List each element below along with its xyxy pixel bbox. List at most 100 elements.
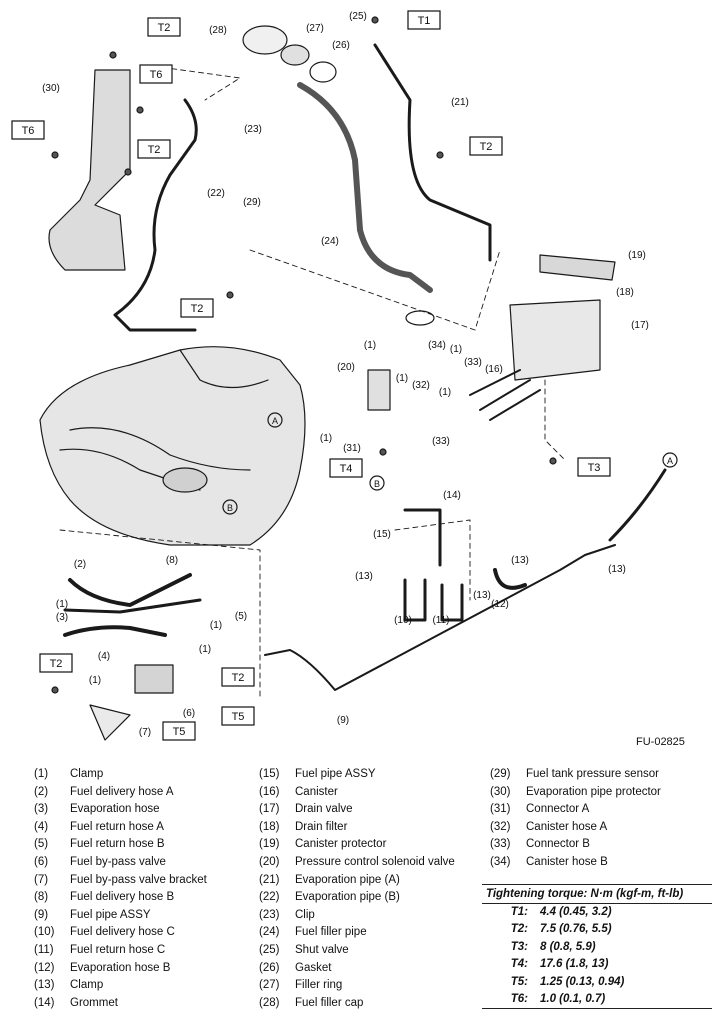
fuel-by-pass-valve-bracket [89, 704, 131, 741]
callout-label: (32) [412, 380, 430, 391]
legend-item: (19) Canister protector [259, 836, 455, 854]
legend-column-1: (1)Clamp (2)Fuel delivery hose A (3)Evap… [34, 766, 207, 1012]
legend-number: (16) [259, 785, 280, 798]
evaporation-pipe-a [373, 43, 492, 262]
legend-number: (3) [34, 803, 49, 816]
callout-label: (19) [628, 250, 646, 261]
fuel-by-pass-valve [134, 664, 174, 694]
legend-number: (13) [34, 979, 55, 992]
callout-label: (6) [183, 708, 195, 719]
callout-label: (13) [608, 564, 626, 575]
legend-name: Fuel filler cap [295, 996, 364, 1009]
callout-label: (27) [306, 23, 324, 34]
legend-number: (24) [259, 926, 280, 939]
legend-item: (9) Fuel pipe ASSY [34, 907, 207, 925]
legend-name: Fuel filler pipe [295, 926, 367, 939]
torque-value: 8 (0.8, 5.9) [540, 940, 596, 953]
callout-label: (26) [332, 40, 350, 51]
legend-item: (14) Grommet [34, 995, 207, 1013]
legend-name: Fuel return hose C [70, 943, 166, 956]
torque-row: T5:1.25 (0.13, 0.94) [482, 974, 712, 991]
legend-item: (8)Fuel delivery hose B [34, 889, 207, 907]
torque-key: T3: [510, 940, 528, 953]
legend-name: Fuel return hose B [70, 838, 165, 851]
marker-a-circle-right [662, 452, 678, 468]
legend-number: (11) [34, 943, 54, 956]
fuel-pipe-assy [264, 544, 616, 691]
torque-tag: T2 [50, 658, 63, 670]
legend-number: (10) [34, 926, 55, 939]
canister [509, 299, 601, 381]
torque-row: T6:1.0 (0.1, 0.7) [482, 991, 712, 1010]
filler-pipe [297, 82, 433, 293]
legend-item: (18)Drain filter [259, 819, 455, 837]
legend-number: (33) [490, 838, 511, 851]
legend-name: Grommet [70, 996, 118, 1009]
legend-number: (19) [259, 838, 280, 851]
torque-row: T3: 8 (0.8, 5.9) [482, 939, 712, 956]
legend-column-3: (29)Fuel tank pressure sensor (30)Evapor… [490, 766, 661, 872]
legend-name: Fuel by-pass valve bracket [70, 873, 207, 886]
callout-label: (28) [209, 25, 227, 36]
torque-value: 7.5 (0.76, 5.5) [540, 923, 612, 936]
callout-label: (1) [56, 599, 68, 610]
torque-tag: T2 [232, 672, 245, 684]
torque-tag: T2 [148, 144, 161, 156]
legend-item: (3)Evaporation hose [34, 801, 207, 819]
callout-label: (1) [396, 373, 408, 384]
legend-number: (14) [34, 996, 55, 1009]
callout-label: (12) [491, 599, 509, 610]
legend-item: (20)Pressure control solenoid valve [259, 854, 455, 872]
fuel-tank [39, 346, 306, 546]
legend-item: (29)Fuel tank pressure sensor [490, 766, 661, 784]
callout-label: (1) [199, 644, 211, 655]
callout-label: (5) [235, 611, 247, 622]
legend-number: (5) [34, 838, 49, 851]
legend-name: Canister protector [295, 838, 387, 851]
callout-label: (29) [243, 197, 261, 208]
torque-value: 1.0 (0.1, 0.7) [540, 992, 606, 1005]
legend-name: Connector B [526, 838, 590, 851]
legend-number: (31) [490, 803, 511, 816]
legend-name: Canister hose B [526, 855, 608, 868]
torque-table: Tightening torque: N·m (kgf-m, ft-lb) T1… [482, 884, 712, 1010]
callout-label: (21) [451, 97, 469, 108]
legend-item: (27)Filler ring [259, 977, 455, 995]
legend-item: (22)Evaporation pipe (B) [259, 889, 455, 907]
legend-name: Connector A [526, 803, 590, 816]
callout-label: (30) [42, 83, 60, 94]
torque-tag: T5 [232, 711, 245, 723]
legend-item: (1) Clamp [34, 766, 207, 784]
legend-name: Fuel pipe ASSY [70, 908, 151, 921]
legend-number: (2) [34, 785, 49, 798]
legend-name: Evaporation pipe protector [526, 785, 661, 798]
callout-label: (1) [320, 433, 332, 444]
torque-tag: T1 [418, 15, 431, 27]
legend-number: (15) [259, 768, 280, 780]
legend-number: (9) [34, 908, 49, 921]
torque-value: 1.25 (0.13, 0.94) [540, 975, 625, 988]
legend-item: (33) Connector B [490, 836, 661, 854]
legend-item: (16)Canister [259, 784, 455, 802]
callout-label: (8) [166, 555, 178, 566]
legend-item: (28)Fuel filler cap [259, 995, 455, 1013]
legend-item: (7)Fuel by-pass valve bracket [34, 872, 207, 890]
legend-number: (21) [259, 873, 280, 886]
callout-label: (7) [139, 727, 151, 738]
legend-number: (22) [259, 891, 280, 904]
legend-item: (4)Fuel return hose A [34, 819, 207, 837]
callout-label: (16) [485, 364, 503, 375]
legend-name: Canister hose A [526, 820, 608, 833]
legend-name: Fuel delivery hose A [70, 785, 174, 798]
callout-label: (33) [432, 436, 450, 447]
legend-number: (17) [259, 803, 280, 816]
legend-name: Pressure control solenoid valve [295, 855, 455, 868]
callout-label: (2) [74, 559, 86, 570]
legend-item: (5) Fuel return hose B [34, 836, 207, 854]
torque-key: T1: [510, 906, 528, 918]
legend-name: Clamp [70, 768, 104, 780]
legend-name: Evaporation hose B [70, 961, 171, 974]
legend-number: (1) [34, 768, 49, 780]
legend-name: Fuel tank pressure sensor [526, 768, 659, 780]
legend-item: (26)Gasket [259, 960, 455, 978]
